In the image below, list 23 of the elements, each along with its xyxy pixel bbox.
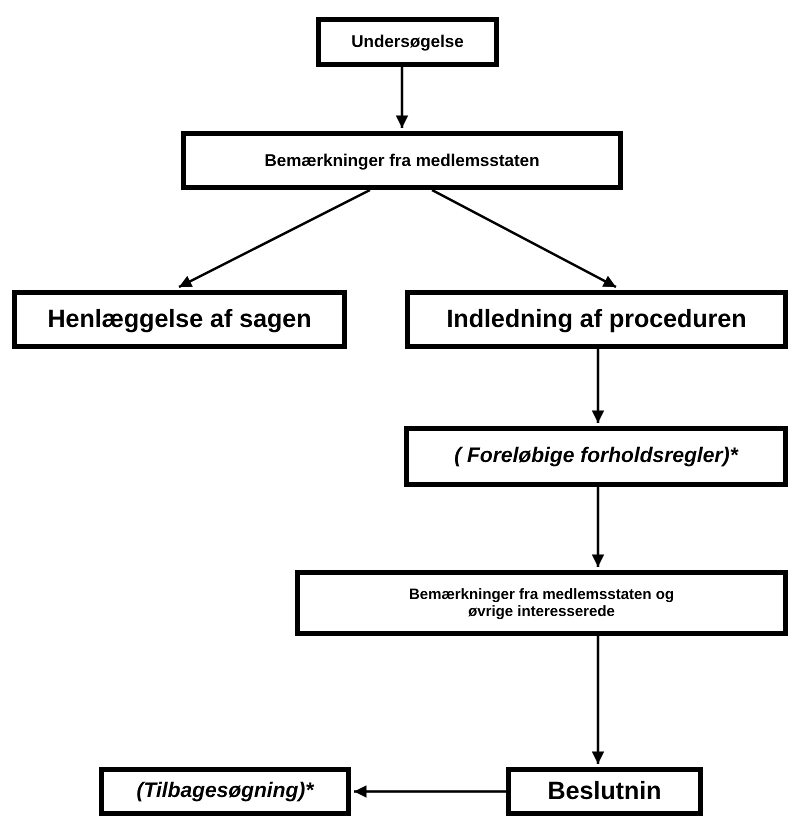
- process-box: [181, 131, 623, 190]
- box-label: Bemærkninger fra medlemsstaten: [264, 150, 540, 170]
- box-label: ( Foreløbige forholdsregler)*: [454, 444, 738, 469]
- box-label: Indledning af proceduren: [446, 305, 746, 334]
- box-label: (Tilbagesøgning)*: [136, 779, 314, 804]
- box-label: Beslutnin: [548, 777, 662, 806]
- process-box: [506, 767, 703, 816]
- arrow: [178, 188, 371, 288]
- process-box: [99, 767, 351, 816]
- arrow: [354, 785, 506, 798]
- process-box: [295, 570, 788, 636]
- process-box: [404, 426, 788, 487]
- box-label: Undersøgelse: [351, 32, 464, 52]
- arrow: [592, 636, 604, 764]
- process-box: [405, 290, 788, 349]
- arrow: [592, 349, 604, 423]
- arrow: [396, 67, 408, 128]
- box-label: Bemærkninger fra medlemsstaten og øvrige interesserede: [408, 586, 676, 620]
- arrow: [431, 188, 617, 288]
- box-label: Henlæggelse af sagen: [48, 305, 312, 334]
- process-box: [316, 17, 499, 67]
- arrow: [592, 487, 604, 567]
- process-box: [12, 290, 347, 349]
